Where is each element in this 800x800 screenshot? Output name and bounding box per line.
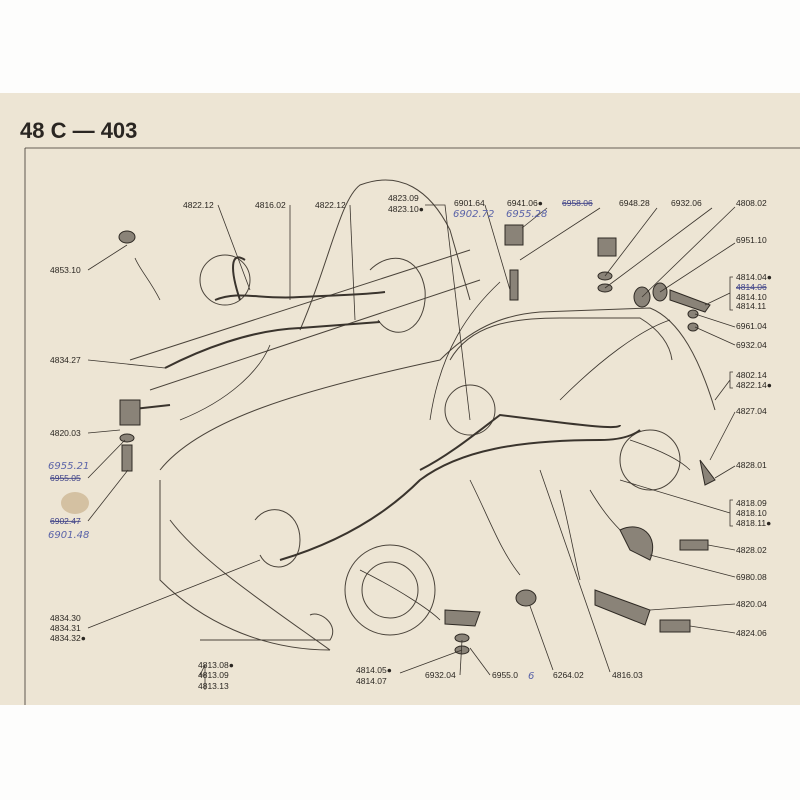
part-label: 4818.09 [736,498,767,508]
handwritten-label: 6 [528,671,534,682]
struck-label: 6955.05 [50,473,81,483]
labels-left: 4853.10 4834.27 4820.03 6955.21 6955.05 … [48,265,89,643]
part-label: 6932.06 [671,198,702,208]
part-label: 6980.08 [736,572,767,582]
parts [118,224,716,655]
struck-label: 6902.47 [50,516,81,526]
struck-label: 4814.06 [736,282,767,292]
part-label: 6955.0 [492,670,518,680]
part-label: 4818.11● [736,518,771,528]
part-label: 4834.31 [50,623,81,633]
part-label: 4818.10 [736,508,767,518]
part-label: 6961.04 [736,321,767,331]
part-label: 6951.10 [736,235,767,245]
part-label: 4828.01 [736,460,767,470]
part-label: 4824.06 [736,628,767,638]
handwritten-label: 6901.48 [48,530,89,541]
part-label: 6932.04 [425,670,456,680]
frame-border [24,147,800,705]
part-label: 4822.14● [736,380,772,390]
part-label: 6948.28 [619,198,650,208]
part-label: 4814.11 [736,301,766,311]
part-label: 4823.09 [388,193,419,203]
labels-right: 4808.02 6951.10 4814.04● 4814.06 4814.10… [736,198,772,638]
parts-diagram-sheet [0,93,800,705]
handwritten-label: 6955.28 [506,209,547,220]
part-label: 4822.12 [183,200,214,210]
front-car-outline [159,254,716,651]
leader-lines [87,204,736,690]
part-label: 4853.10 [50,265,81,275]
part-label: 4816.03 [612,670,643,680]
part-label: 6901.64 [454,198,485,208]
part-label: 4808.02 [736,198,767,208]
part-label: 4820.03 [50,428,81,438]
labels-bottom: 4813.08● 4813.09 4813.13 4814.05● 4814.0… [198,660,643,691]
part-label: 4834.32● [50,633,86,643]
part-label: 4814.07 [356,676,387,686]
part-label: 4822.12 [315,200,346,210]
part-label: 4828.02 [736,545,767,555]
part-label: 4813.09 [198,670,229,680]
part-label: 4814.10 [736,292,767,302]
page-title: 48 C — 403 [20,118,137,143]
struck-label: 6958.06 [562,198,593,208]
handwritten-label: 6902.72 [453,209,494,220]
part-label: 4813.08● [198,660,234,670]
part-label: 6264.02 [553,670,584,680]
part-label: 4816.02 [255,200,286,210]
part-label: 4814.05● [356,665,392,675]
part-label: 6941.06● [507,198,543,208]
part-label: 4820.04 [736,599,767,609]
labels-top: 4822.12 4816.02 4822.12 4823.09 4823.10●… [183,193,702,220]
part-label: 4802.14 [736,370,767,380]
part-label: 4827.04 [736,406,767,416]
part-label: 4814.04● [736,272,772,282]
brake-pipes [124,256,641,561]
rear-car-outline [129,179,481,391]
part-label: 4813.13 [198,681,229,691]
handwritten-label: 6955.21 [48,461,89,472]
part-label: 4834.30 [50,613,81,623]
part-label: 4823.10● [388,204,424,214]
part-label: 6932.04 [736,340,767,350]
stain [61,492,89,514]
part-label: 4834.27 [50,355,81,365]
